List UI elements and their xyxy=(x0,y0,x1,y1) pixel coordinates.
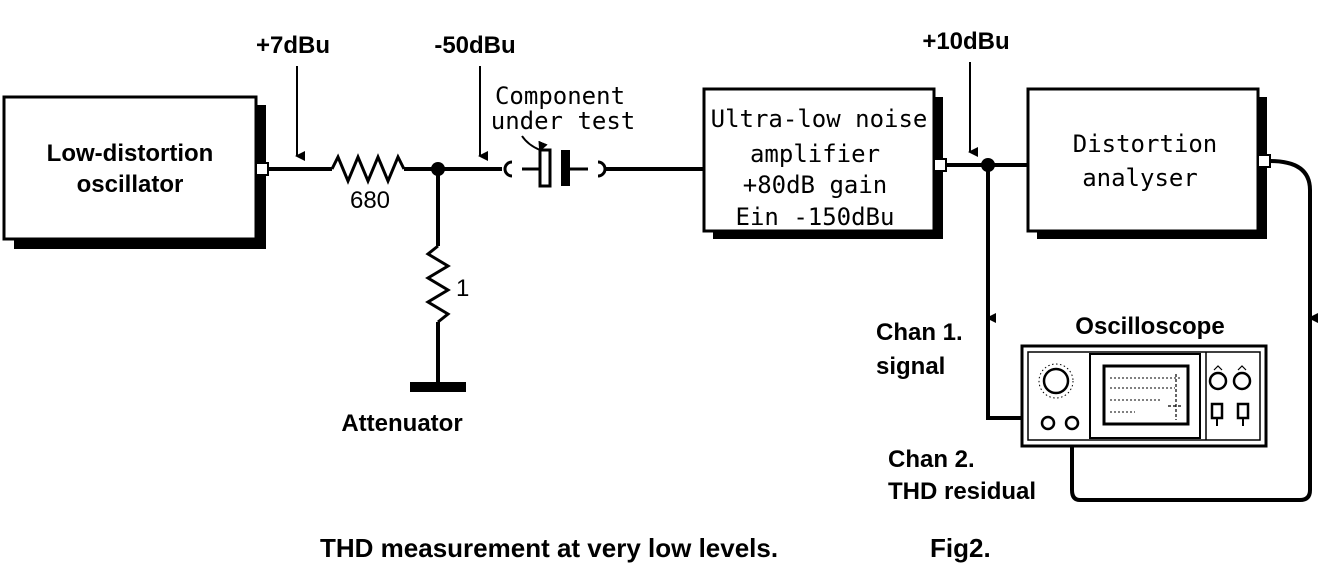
oscillator-label-line1: Low-distortion xyxy=(47,140,214,167)
level-attenuator-output: -50dBu xyxy=(434,32,515,59)
level-amplifier-output: +10dBu xyxy=(922,28,1009,55)
analyser-label-line1: Distortion xyxy=(1073,130,1218,158)
chan1-label-line2: signal xyxy=(876,353,945,380)
attenuator-label: Attenuator xyxy=(341,410,462,437)
chan2-label-line1: Chan 2. xyxy=(888,446,975,473)
oscillator-label-line2: oscillator xyxy=(77,171,184,198)
dut-label-line2: under test xyxy=(491,107,636,135)
series-resistor xyxy=(330,153,406,185)
ch2-gain-knob-icon xyxy=(1232,371,1252,391)
dut-label-line1: Component xyxy=(495,82,625,110)
oscillator-output-port xyxy=(255,162,269,176)
chan2-input-jack-icon xyxy=(1064,415,1080,431)
shunt-resistor-value: 1 xyxy=(456,275,469,302)
amplifier-label-line2: amplifier xyxy=(750,140,880,168)
caption-fig: Fig2. xyxy=(930,533,991,563)
series-resistor-value: 680 xyxy=(350,187,390,214)
chan2-label-line2: THD residual xyxy=(888,478,1036,505)
ch2-switch-icon xyxy=(1236,402,1250,420)
ch1-gain-knob-icon xyxy=(1208,371,1228,391)
analyser-label-line2: analyser xyxy=(1082,164,1198,192)
timebase-knob-icon xyxy=(1042,367,1070,395)
wire-chan2-residual xyxy=(1070,159,1312,502)
scope-screen xyxy=(1102,364,1190,426)
ch1-switch-icon xyxy=(1210,402,1224,420)
caption-text: THD measurement at very low levels. xyxy=(320,533,778,563)
amplifier-gain: +80dB gain xyxy=(743,171,888,199)
amplifier-ein: Ein -150dBu xyxy=(736,203,895,231)
chan1-input-jack-icon xyxy=(1040,415,1056,431)
amplifier-output-port xyxy=(933,158,947,172)
amplifier-block: Ultra-low noise amplifier +80dB gain Ein… xyxy=(702,87,943,239)
amplifier-label-line1: Ultra-low noise xyxy=(711,105,928,133)
component-under-test xyxy=(503,148,607,188)
analyser-output-port xyxy=(1257,154,1271,168)
shunt-resistor xyxy=(425,244,451,324)
oscilloscope xyxy=(1020,344,1268,448)
arrow-dut-pointer xyxy=(521,135,548,152)
analyser-block: Distortion analyser xyxy=(1026,87,1267,239)
chan1-label-line1: Chan 1. xyxy=(876,319,963,346)
oscilloscope-title: Oscilloscope xyxy=(1075,313,1224,340)
level-oscillator-output: +7dBu xyxy=(256,32,330,59)
ground-symbol xyxy=(410,382,466,392)
oscillator-block: Low-distortion oscillator xyxy=(2,95,266,249)
